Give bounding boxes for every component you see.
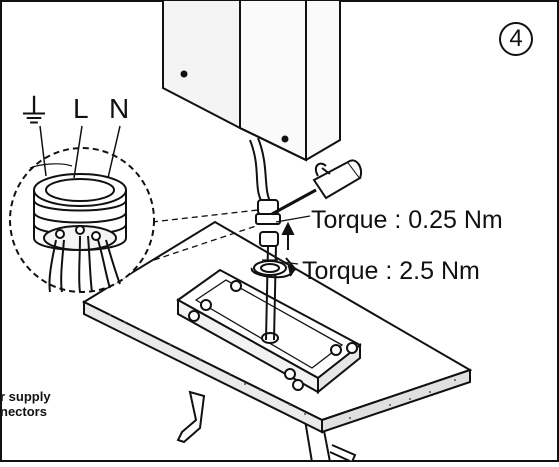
mounting-bracket <box>176 268 362 395</box>
step-number-badge <box>499 22 533 56</box>
screwdriver <box>271 159 362 216</box>
caption-line-2: nectors <box>0 404 47 419</box>
rotation-arrows <box>250 265 296 279</box>
caption-line-1: r supply <box>0 389 51 404</box>
live-terminal-label: L <box>73 93 89 124</box>
ground-symbol-label: ⏚ <box>17 92 51 132</box>
leader-lines <box>151 209 311 265</box>
step-number: 4 <box>509 25 523 52</box>
torque-upper-label: Torque : 0.25 Nm <box>311 206 503 234</box>
connector-detail-view <box>9 125 155 293</box>
cable-gland <box>253 199 297 276</box>
wall-cabinet <box>162 0 341 162</box>
direction-arrow <box>281 221 295 250</box>
neutral-terminal-label: N <box>109 93 130 124</box>
torque-lower-label: Torque : 2.5 Nm <box>302 257 480 285</box>
floor-legs <box>176 390 357 464</box>
